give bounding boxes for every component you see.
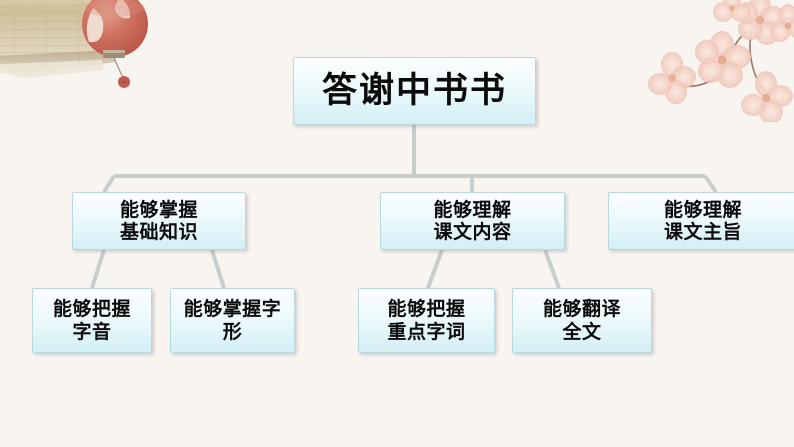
node-text-content[interactable]: 能够理解 课文内容: [380, 192, 565, 250]
node-translate-full-text[interactable]: 能够翻译 全文: [512, 288, 652, 353]
connector-basic-to-pronunciation: [90, 249, 106, 289]
connector-root-to-theme: [703, 174, 718, 194]
connector-content-to-translate: [543, 249, 561, 289]
node-root-title[interactable]: 答谢中书书: [293, 57, 536, 125]
connector-basic-to-glyph: [210, 249, 226, 289]
connector-content-to-keywords: [426, 249, 444, 289]
connector-root-to-basic: [102, 174, 116, 194]
node-text-theme[interactable]: 能够理解 课文主旨: [608, 192, 794, 250]
node-key-words[interactable]: 能够把握 重点字词: [358, 288, 495, 353]
node-basic-knowledge[interactable]: 能够掌握 基础知识: [72, 192, 246, 250]
node-pronunciation[interactable]: 能够把握 字音: [32, 288, 152, 353]
node-character-form[interactable]: 能够掌握字 形: [170, 288, 295, 353]
